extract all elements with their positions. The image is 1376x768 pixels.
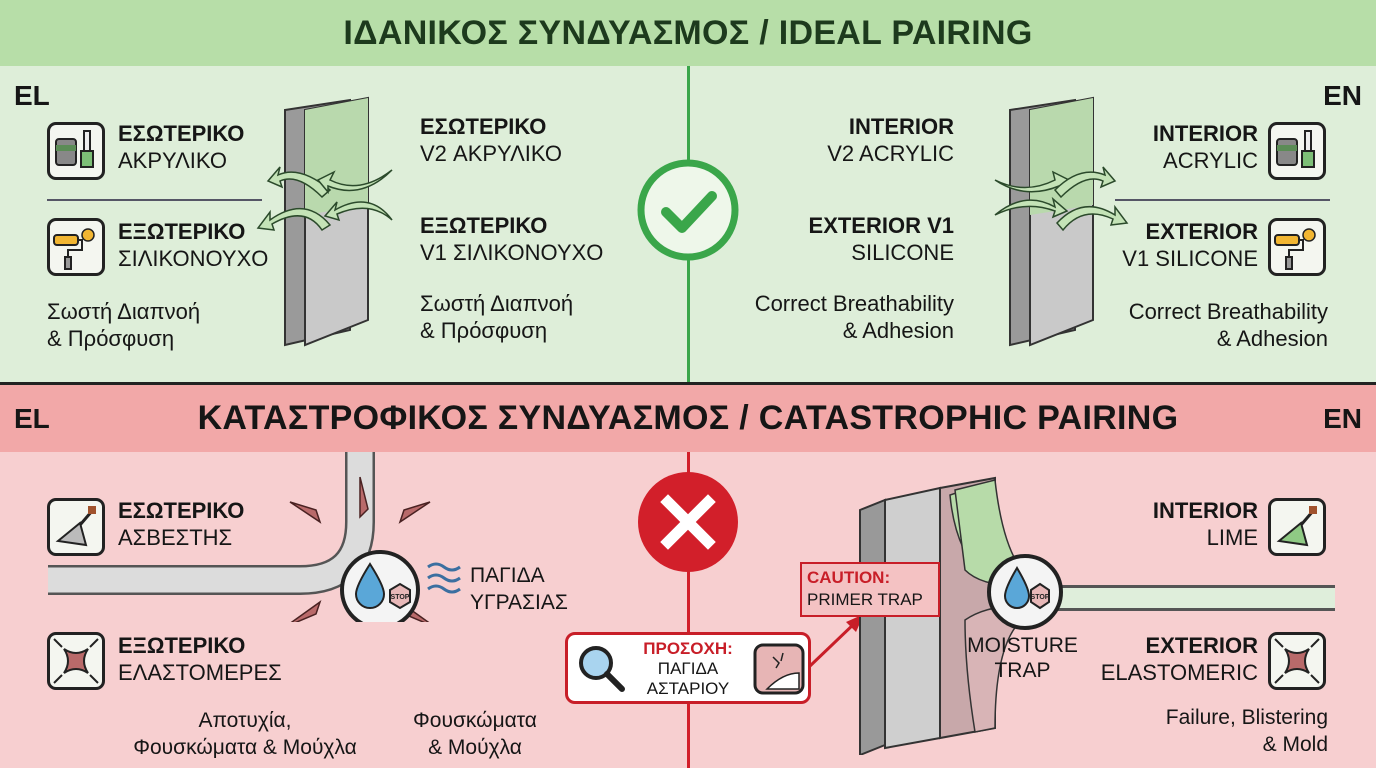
catastrophic-en-tag: EN [1323,403,1362,434]
el-wall-result-text: Σωστή Διαπνοή& Πρόσφυση [420,291,574,343]
x-icon [638,472,738,572]
ideal-header-band [0,0,1376,66]
magnifier-icon [579,646,625,692]
paint-bucket-brush-icon [47,122,105,180]
catastrophic-title: ΚΑΤΑΣΤΡΟΦΙΚΟΣ ΣΥΝΔΥΑΣΜΟΣ / CATASTROPHIC … [197,399,1179,437]
en-wall-result-text: Correct Breathability& Adhesion [754,291,954,343]
failed-wall-diagram: STOP [859,476,1335,755]
paint-bucket-brush-icon-en [1268,122,1326,180]
en-failure-text: Failure, Blistering& Mold [1165,706,1328,756]
el-blisters-text: Φουσκώματα& Μούχλα [413,709,537,759]
ideal-el-tag: EL [14,80,50,111]
elastomeric-stretch-icon [47,632,105,690]
trowel-icon [47,498,105,556]
trowel-icon-en [1268,498,1326,556]
ideal-title: ΙΔΑΝΙΚΟΣ ΣΥΝΔΥΑΣΜΟΣ / IDEAL PAIRING [343,14,1033,52]
en-result-text: Correct Breathability& Adhesion [1128,299,1328,351]
breathable-wall-diagram [256,96,393,347]
paint-roller-sun-icon [47,218,105,276]
el-caution-heading: ΠΡΟΣΟΧΗ: [643,639,733,658]
divider-line [47,199,262,201]
el-primer-trap-callout: ΠΡΟΣΟΧΗ: ΠΑΓΙΔΑ ΑΣΤΑΡΙΟΥ [565,632,811,704]
el-caution-text-1: ΠΑΓΙΔΑ [657,659,719,678]
check-icon [637,159,739,261]
en-caution-heading: CAUTION: [807,568,891,587]
moisture-trap-diagram: STOP [48,452,461,622]
el-result-text: Σωστή Διαπνοή& Πρόσφυση [47,299,201,351]
en-caution-text: PRIMER TRAP [807,590,923,609]
stop-sign-label-en: STOP [1031,594,1050,601]
paint-roller-sun-icon-en [1268,218,1326,276]
breathable-wall-diagram-en [994,96,1129,347]
el-caution-text-2: ΑΣΤΑΡΙΟΥ [646,679,730,698]
section-divider [0,382,1376,385]
catastrophic-el-tag: EL [14,403,50,434]
en-primer-trap-callout: CAUTION: PRIMER TRAP [800,562,940,617]
stop-sign-label: STOP [391,594,410,601]
divider-line-en [1115,199,1330,201]
peeling-paint-icon [753,643,805,695]
catastrophic-header-band [0,385,1376,452]
ideal-en-tag: EN [1323,80,1362,111]
elastomeric-stretch-icon-en [1268,632,1326,690]
catastrophic-center-line [687,452,690,768]
el-failure-text: Αποτυχία,Φουσκώματα & Μούχλα [133,709,357,759]
